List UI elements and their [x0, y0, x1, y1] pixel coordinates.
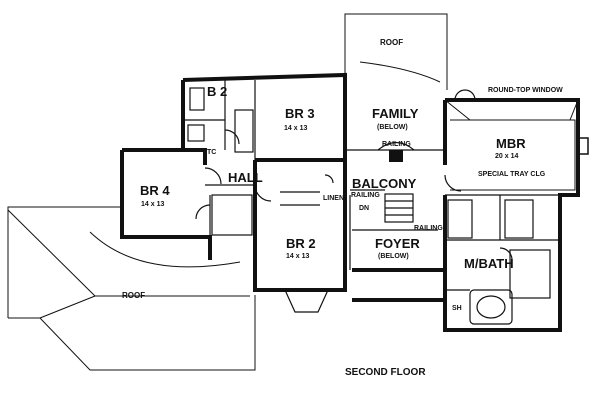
b2-label: B 2 — [207, 84, 227, 99]
round-top-window — [454, 89, 476, 101]
mbr-size: 20 x 14 — [495, 153, 518, 160]
railing-family-label: RAILING — [382, 141, 411, 148]
roof-top-label: ROOF — [380, 38, 403, 47]
railing-balcony-label: RAILING — [351, 192, 380, 199]
chimney — [577, 137, 589, 155]
sh-label: SH — [452, 305, 462, 312]
roof-left-label: ROOF — [122, 291, 145, 300]
special-tray-label: SPECIAL TRAY CLG — [478, 171, 546, 178]
fireplace — [345, 141, 445, 162]
br2-size: 14 x 13 — [286, 253, 309, 260]
br3-label: BR 3 — [285, 106, 315, 121]
family-note: (BELOW) — [377, 124, 408, 131]
br3-size: 14 x 13 — [284, 125, 307, 132]
railing-foyer-label: RAILING — [414, 225, 443, 232]
tub — [469, 289, 513, 325]
floor-title: SECOND FLOOR — [345, 367, 426, 378]
roof-top — [344, 13, 448, 90]
stair — [350, 189, 438, 231]
mbath-label: M/BATH — [464, 256, 514, 271]
mbr-label: MBR — [496, 136, 526, 151]
tray-ceiling — [444, 99, 579, 191]
bay-window — [284, 289, 329, 313]
tc-label: TC — [207, 149, 216, 156]
linen-label: LINEN — [323, 195, 344, 202]
foyer-note: (BELOW) — [378, 253, 409, 260]
door-swings — [195, 129, 513, 261]
balcony-label: BALCONY — [352, 176, 417, 191]
br4-size: 14 x 13 — [141, 201, 164, 208]
hall-label: HALL — [228, 170, 263, 185]
interior-walls — [183, 80, 560, 291]
br2-label: BR 2 — [286, 236, 316, 251]
roof-left — [7, 206, 256, 371]
br4-label: BR 4 — [140, 183, 170, 198]
dn-label: DN — [359, 205, 369, 212]
closets — [187, 87, 551, 299]
foyer-label: FOYER — [375, 236, 420, 251]
round-top-window-label: ROUND-TOP WINDOW — [488, 87, 563, 94]
exterior-walls — [120, 72, 580, 332]
family-label: FAMILY — [372, 106, 419, 121]
